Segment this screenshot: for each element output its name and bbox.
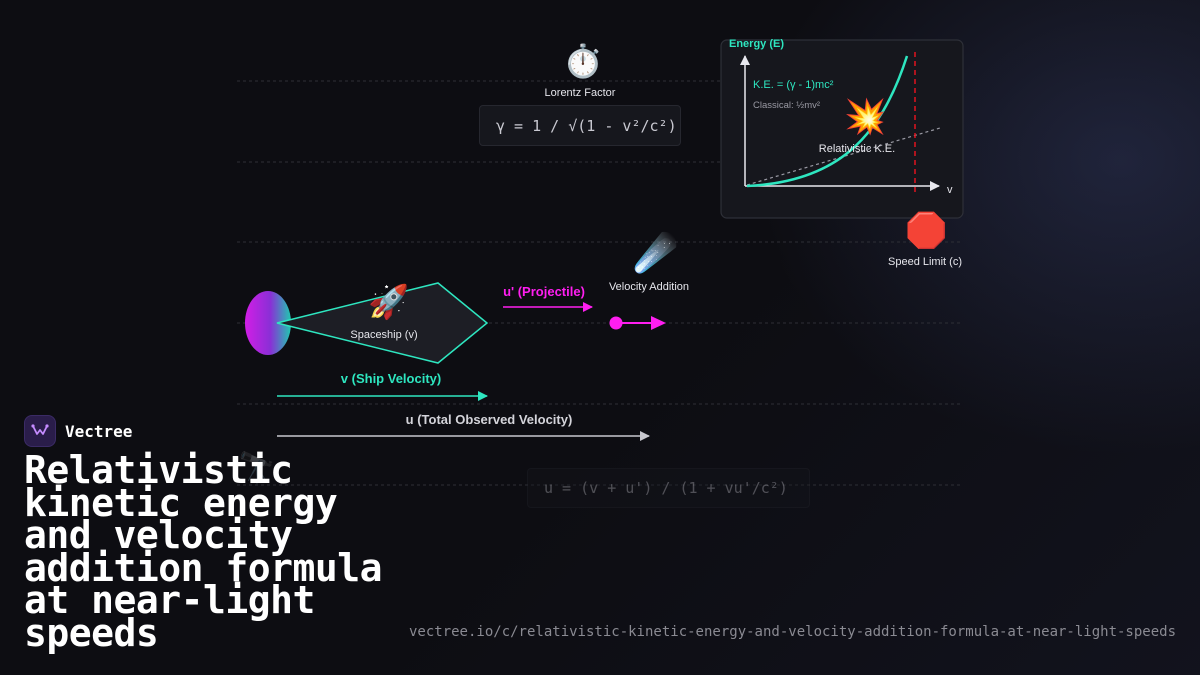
page-url[interactable]: vectree.io/c/relativistic-kinetic-energy… bbox=[408, 624, 1176, 640]
stop-sign-icon: 🛑 bbox=[905, 211, 948, 251]
brand-name: Vectree bbox=[65, 421, 133, 441]
relativistic-ke-curve bbox=[746, 55, 909, 188]
projectile-label: u' (Projectile) bbox=[503, 284, 585, 299]
comet-icon: ☄️ bbox=[633, 233, 678, 274]
lorentz-factor-label: Lorentz Factor bbox=[544, 87, 616, 99]
brand[interactable]: Vectree bbox=[24, 415, 132, 447]
page-title: Relativistic kinetic energy and velocity… bbox=[24, 448, 383, 655]
explosion-icon: 💥 bbox=[844, 97, 887, 137]
spaceship-hull bbox=[276, 282, 489, 364]
vectree-logo-icon bbox=[24, 415, 56, 447]
relativistic-ke-formula: K.E. = (γ - 1)mc² bbox=[753, 79, 834, 91]
energy-axis-label: Energy (E) bbox=[729, 38, 785, 50]
lorentz-formula: γ = 1 / √(1 - v²/c²) bbox=[496, 116, 677, 135]
projectile-particle bbox=[609, 316, 623, 330]
lens-shape bbox=[245, 291, 291, 355]
velocity-addition-label: Velocity Addition bbox=[608, 281, 690, 293]
ship-velocity-label: v (Ship Velocity) bbox=[340, 371, 442, 386]
lorentz-formula-box: γ = 1 / √(1 - v²/c²) bbox=[479, 105, 681, 146]
velocity-addition-formula: u = (v + u') / (1 + vu'/c²) bbox=[544, 479, 788, 497]
particle-arrowhead bbox=[651, 316, 666, 330]
telescope-icon: 🔭 bbox=[238, 451, 276, 486]
velocity-axis-label: v bbox=[947, 184, 953, 196]
velocity-addition-formula-box: u = (v + u') / (1 + vu'/c²) bbox=[527, 468, 810, 508]
spaceship-label: Spaceship (v) bbox=[350, 329, 418, 341]
energy-chart-panel bbox=[720, 39, 964, 219]
speed-limit-label: Speed Limit (c) bbox=[888, 256, 962, 268]
classical-ke-formula: Classical: ½mv² bbox=[753, 100, 821, 111]
relativistic-ke-label: Relativistic K.E. bbox=[818, 143, 896, 155]
total-velocity-label: u (Total Observed Velocity) bbox=[405, 412, 573, 427]
rocket-icon: 🚀 bbox=[368, 282, 410, 321]
stopwatch-icon: ⏱️ bbox=[563, 42, 603, 80]
